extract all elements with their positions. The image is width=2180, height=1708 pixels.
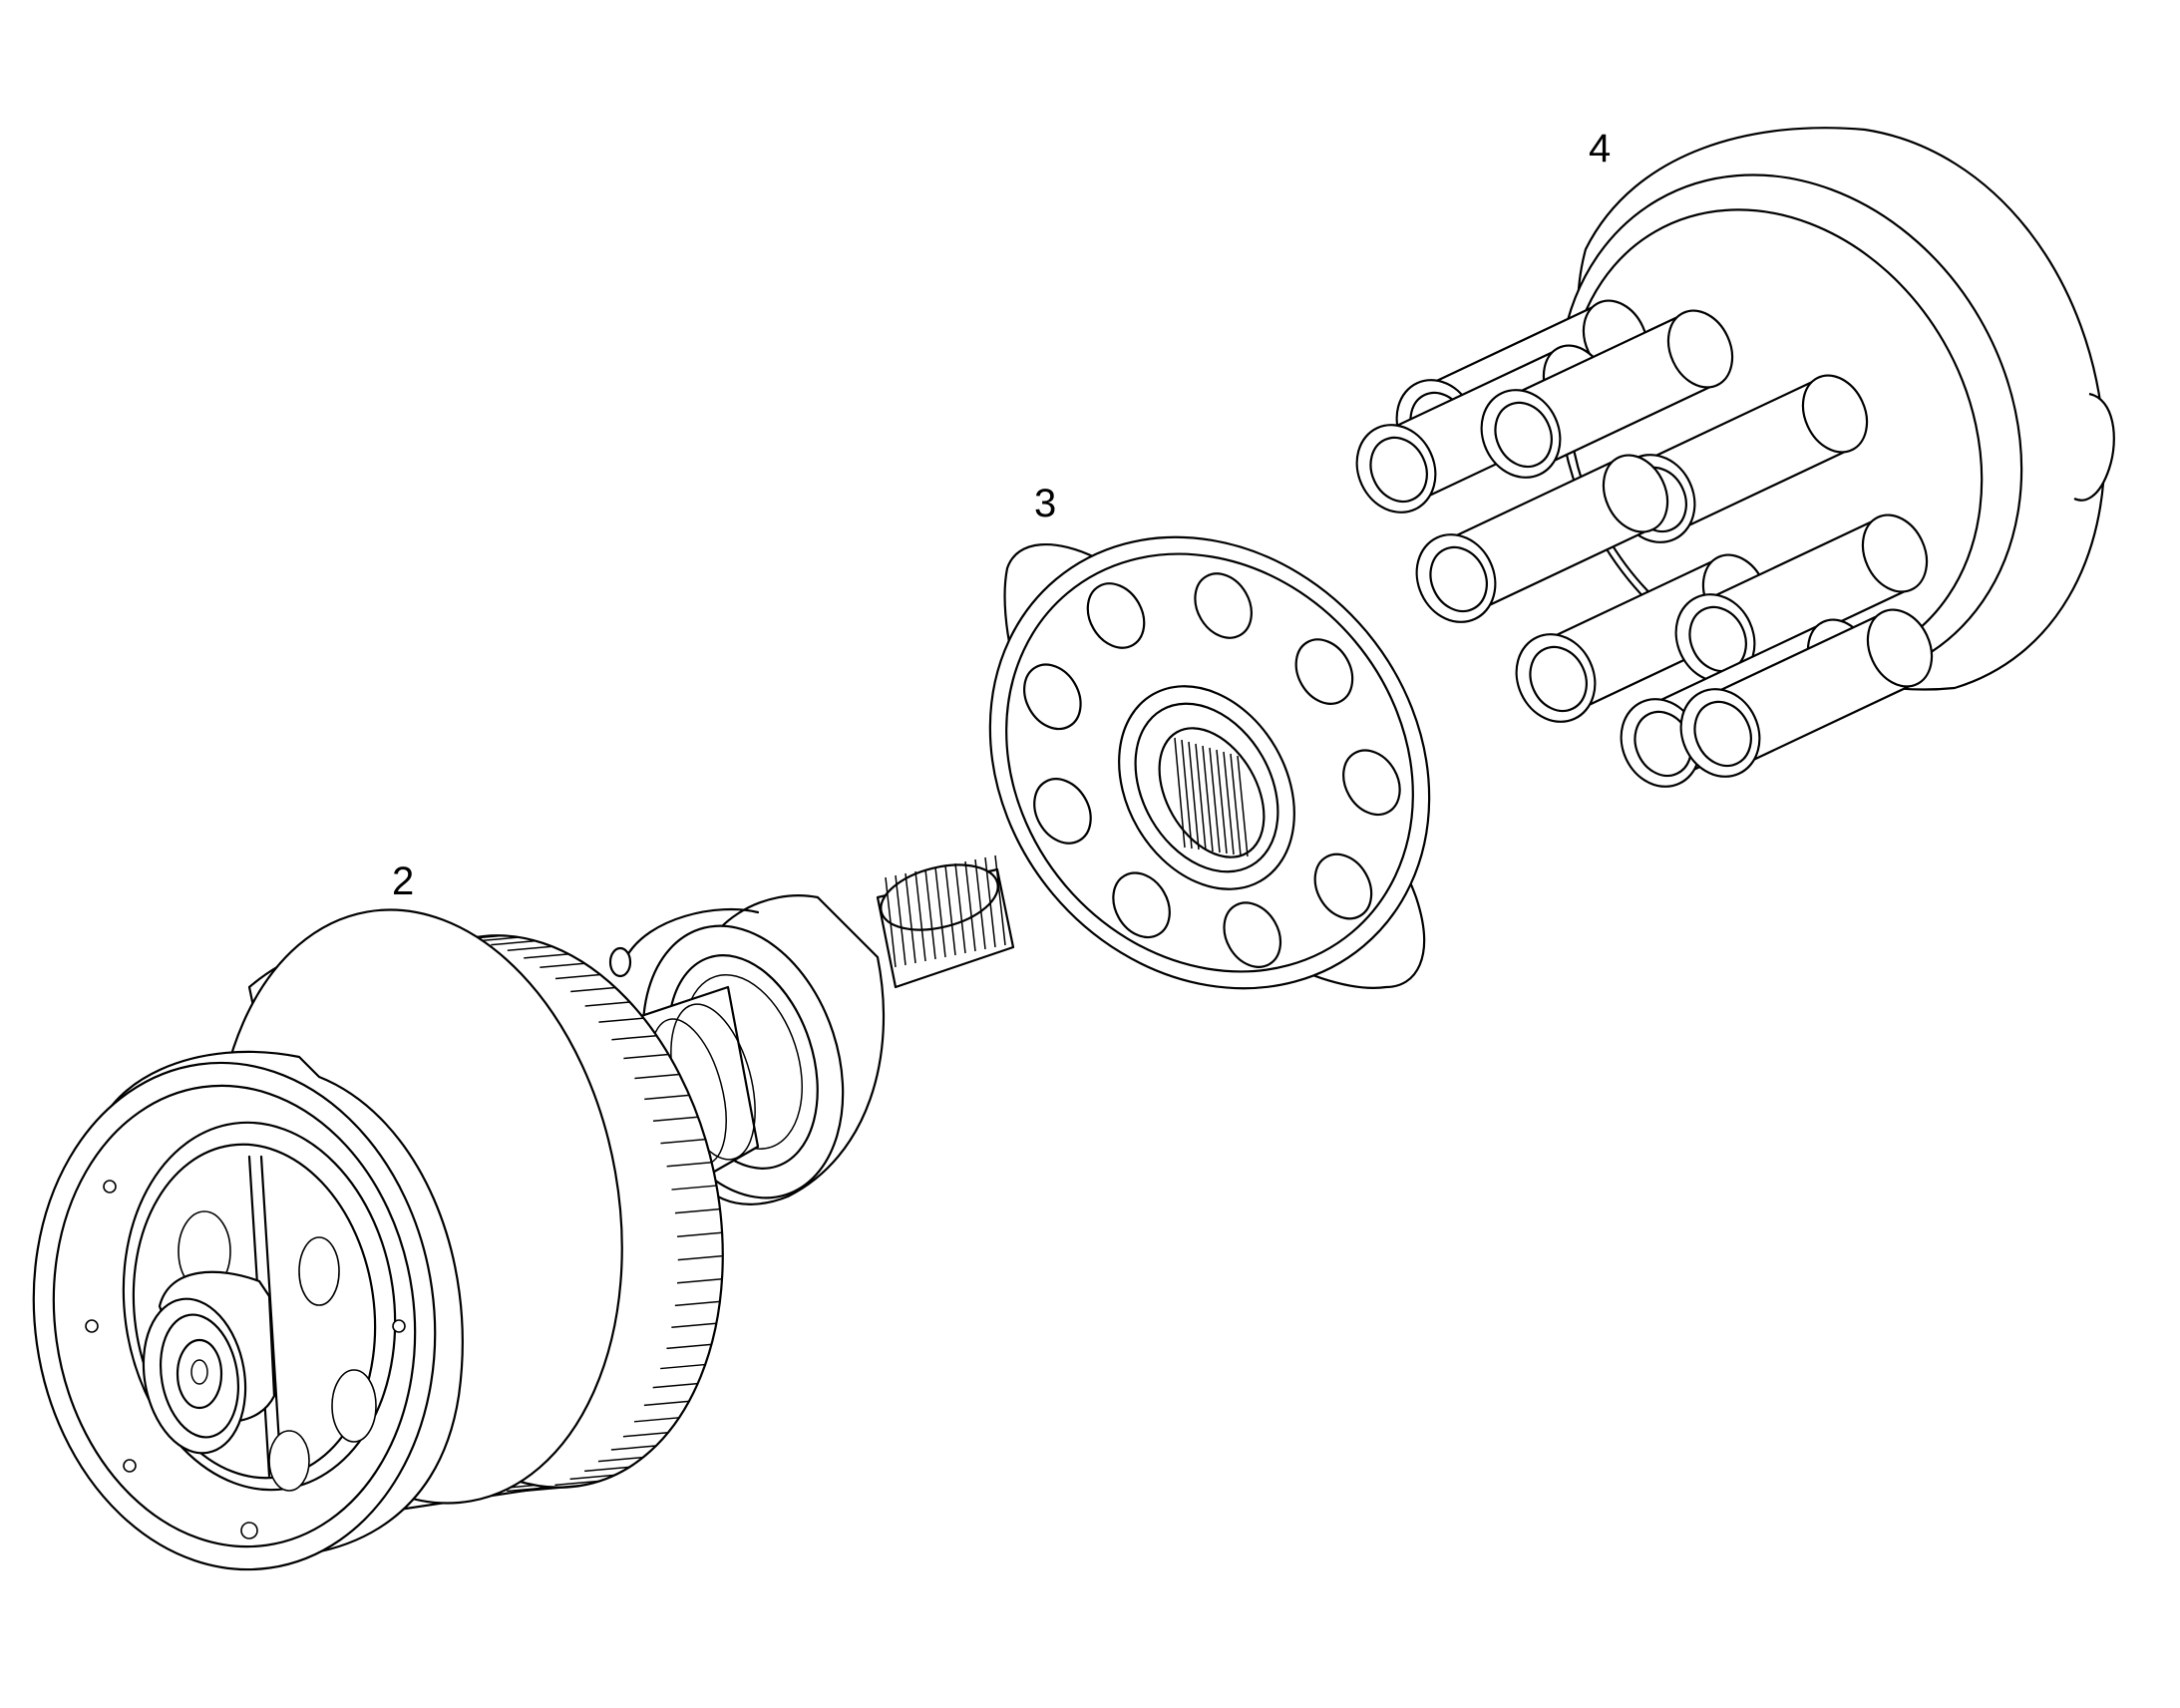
gear-tooth (610, 1445, 656, 1451)
gear-tooth (507, 945, 552, 952)
shaft-spline (905, 872, 916, 964)
pistons (1355, 299, 1934, 788)
gear-tooth (554, 1480, 600, 1487)
gear-tooth (633, 1417, 680, 1423)
gear-tooth (634, 1073, 680, 1080)
gear-tooth (643, 1400, 689, 1407)
gear-tooth (676, 1277, 723, 1284)
bore-spline (1209, 747, 1221, 854)
piston (1415, 454, 1669, 623)
splined-shaft-end (876, 854, 1015, 989)
gear-tooth (540, 962, 585, 969)
bore-spline (1237, 755, 1249, 857)
bore-spline (1174, 737, 1186, 849)
shaft-spline (934, 866, 946, 958)
gear-tooth (674, 1207, 721, 1214)
piston (1480, 309, 1734, 479)
bore-spline (1230, 753, 1242, 856)
part-4-piston-assembly (1355, 127, 2115, 788)
shaft-spline (885, 876, 897, 968)
gear-tooth (671, 1322, 717, 1329)
shaft-spline (895, 874, 907, 966)
plate-hole (1033, 778, 1092, 845)
shaft-spline (984, 856, 996, 948)
part-3-retainer-plate (988, 535, 1431, 990)
gear-tooth (652, 1116, 699, 1122)
plate-hole (1313, 853, 1373, 920)
gear-tooth (611, 1034, 657, 1041)
callout-label-4: 4 (1589, 127, 1611, 171)
gear-tooth (666, 1161, 712, 1168)
bore-splines (1174, 737, 1249, 857)
plate-hole (1194, 572, 1253, 639)
shaft-spline (924, 868, 936, 960)
shaft-spline (954, 862, 966, 954)
gear-tooth (554, 973, 601, 980)
plate-hole (1342, 749, 1401, 817)
plate-hole (1023, 663, 1082, 731)
shaft-spline (994, 854, 1006, 946)
gear-tooth (623, 1053, 669, 1060)
snap-ring (608, 907, 760, 978)
gear-tooth (666, 1343, 712, 1350)
gear-tooth (671, 1185, 717, 1191)
plate-hole (1223, 901, 1282, 968)
shaft-splines (885, 854, 1006, 968)
shaft-spline (974, 858, 986, 950)
shaft-spline (944, 864, 956, 956)
gear-tooth (584, 1001, 630, 1007)
bore-spline (1216, 749, 1228, 854)
cylinder-barrel (32, 908, 724, 1571)
gear-tooth (507, 1486, 552, 1493)
gear-tooth (660, 1138, 706, 1145)
gear-tooth (570, 986, 616, 993)
plate-hole (1294, 638, 1354, 705)
gear-tooth (677, 1254, 723, 1261)
gear-tooth (674, 1300, 720, 1307)
plate-holes (1023, 572, 1401, 968)
bore-spline (1202, 745, 1214, 853)
piston (1674, 513, 1929, 683)
gear-tooth (652, 1382, 698, 1389)
gear-tooth (491, 939, 537, 946)
gear-tooth (644, 1094, 690, 1101)
bore-spline (1188, 741, 1200, 851)
shaft-spline (914, 870, 926, 962)
gear-tooth (677, 1231, 723, 1237)
gear-tooth (660, 1363, 706, 1370)
gear-tooth (584, 1466, 630, 1473)
bore-spline (1195, 743, 1207, 852)
callout-label-2: 2 (392, 859, 414, 903)
shaft-spline (964, 860, 976, 952)
bore-spline (1181, 739, 1193, 850)
gear-tooth (523, 1486, 568, 1493)
gear-tooth (597, 1456, 643, 1463)
callout-label-3: 3 (1034, 482, 1056, 525)
gear-tooth (598, 1017, 644, 1023)
bore-spline (1223, 751, 1235, 855)
gear-tooth (569, 1474, 615, 1481)
part-2-shaft-assembly (32, 854, 1015, 1571)
gear-tooth (524, 953, 569, 959)
plate-hole (1086, 582, 1146, 649)
gear-tooth (622, 1431, 669, 1438)
plate-hole (1112, 871, 1171, 939)
piston (1679, 608, 1934, 778)
